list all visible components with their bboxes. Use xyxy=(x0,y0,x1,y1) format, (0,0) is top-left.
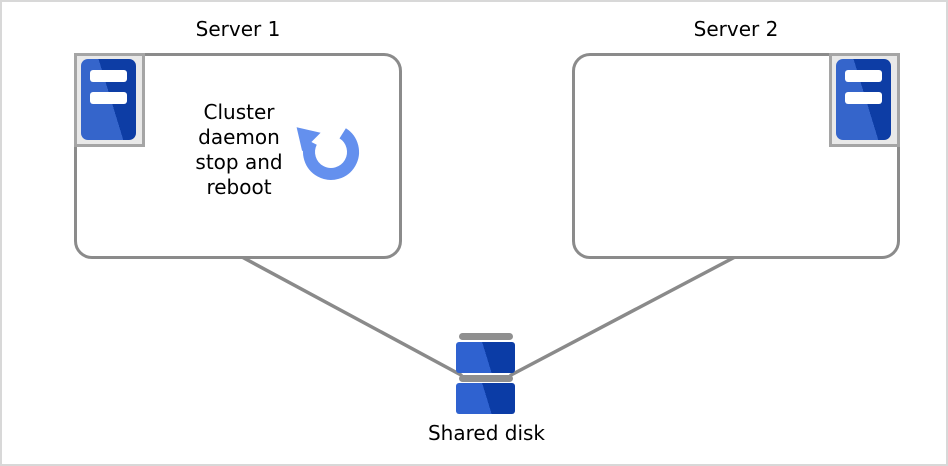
server2-label: Server 2 xyxy=(693,17,779,41)
server1-note: Cluster daemon stop and reboot xyxy=(195,100,283,199)
server-drive-slot xyxy=(90,92,127,104)
reboot-icon xyxy=(296,127,360,180)
server1-label: Server 1 xyxy=(195,17,281,41)
shared-disk-icon-top-bar xyxy=(459,333,513,340)
shared-disk-label: Shared disk xyxy=(427,421,546,445)
server-drive-slot xyxy=(90,70,127,82)
server-tower-icon xyxy=(81,59,136,140)
connector-line-server2-disk xyxy=(509,255,737,377)
shared-disk-icon-mid-bar xyxy=(459,375,513,382)
server-drive-slot xyxy=(845,70,882,82)
server-tower-icon xyxy=(836,59,891,140)
server-icon xyxy=(74,53,145,147)
server-icon xyxy=(829,53,900,147)
connector-line-server1-disk xyxy=(240,255,463,377)
shared-disk-icon-upper xyxy=(456,342,515,373)
shared-disk-icon-lower xyxy=(456,383,515,414)
server-drive-slot xyxy=(845,92,882,104)
